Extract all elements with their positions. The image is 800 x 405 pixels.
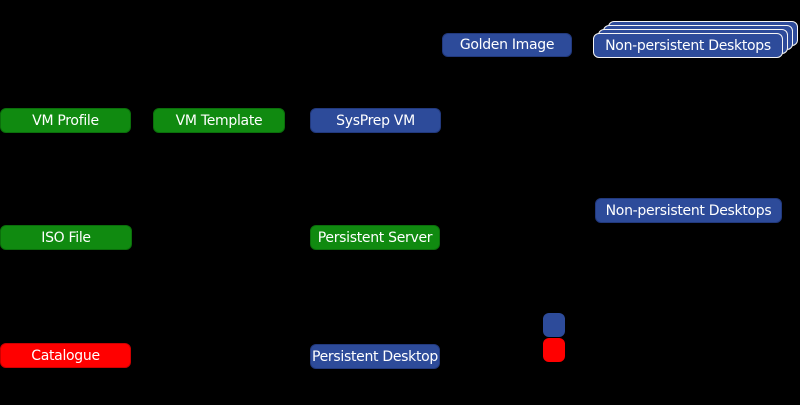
stack-layer-front: Non-persistent Desktops [593,33,783,58]
node-iso-file: ISO File [0,225,132,250]
node-vm-profile: VM Profile [0,108,131,133]
node-catalogue: Catalogue [0,343,131,368]
node-vm-template: VM Template [153,108,285,133]
legend-red-swatch [543,338,565,362]
node-persistent-desktop: Persistent Desktop [310,344,440,369]
legend-blue-swatch [543,313,565,337]
node-persistent-server: Persistent Server [310,225,440,250]
node-golden-image: Golden Image [442,33,572,57]
node-sysprep-vm: SysPrep VM [310,108,441,133]
node-non-persistent-desktops: Non-persistent Desktops [595,198,782,223]
